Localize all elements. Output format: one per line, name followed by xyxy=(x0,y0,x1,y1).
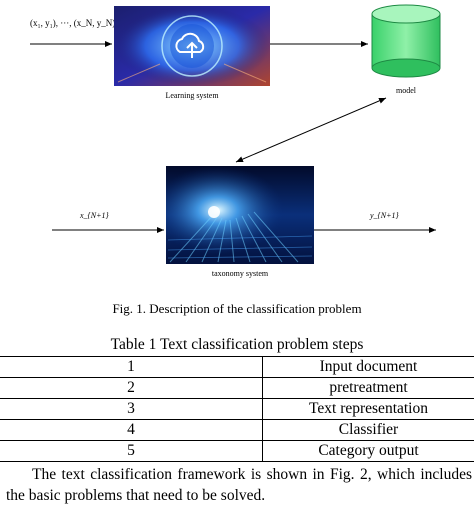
step-number: 5 xyxy=(0,441,263,462)
step-description: Classifier xyxy=(263,420,474,441)
taxonomy-system-image xyxy=(166,166,314,264)
table-row: 3 Text representation xyxy=(0,399,474,420)
step-description: Text representation xyxy=(263,399,474,420)
steps-table: 1 Input document 2 pretreatment 3 Text r… xyxy=(0,356,474,462)
body-paragraph: The text classification framework is sho… xyxy=(6,464,472,506)
step-number: 2 xyxy=(0,378,263,399)
table-title: Table 1 Text classification problem step… xyxy=(0,336,474,354)
model-database-icon xyxy=(372,5,440,77)
learning-system-label: Learning system xyxy=(165,91,219,100)
step-description: Input document xyxy=(263,357,474,378)
model-label: model xyxy=(396,86,417,95)
figure-caption: Fig. 1. Description of the classificatio… xyxy=(0,301,474,317)
table-row: 4 Classifier xyxy=(0,420,474,441)
learning-system-image xyxy=(114,6,270,86)
model-taxonomy-arrow xyxy=(236,98,386,162)
step-description: Category output xyxy=(263,441,474,462)
table-row: 1 Input document xyxy=(0,357,474,378)
step-number: 1 xyxy=(0,357,263,378)
step-number: 3 xyxy=(0,399,263,420)
step-number: 4 xyxy=(0,420,263,441)
table-row: 5 Category output xyxy=(0,441,474,462)
input-x-label: x_{N+1} xyxy=(79,211,109,220)
classification-problem-figure: (x₁, y₁), ···, (x_N, y_N) Learning syste… xyxy=(0,0,474,290)
table-row: 2 pretreatment xyxy=(0,378,474,399)
input-data-label: (x₁, y₁), ···, (x_N, y_N) xyxy=(30,18,115,28)
step-description: pretreatment xyxy=(263,378,474,399)
output-y-label: y_{N+1} xyxy=(369,211,399,220)
taxonomy-system-label: taxonomy system xyxy=(212,269,269,278)
